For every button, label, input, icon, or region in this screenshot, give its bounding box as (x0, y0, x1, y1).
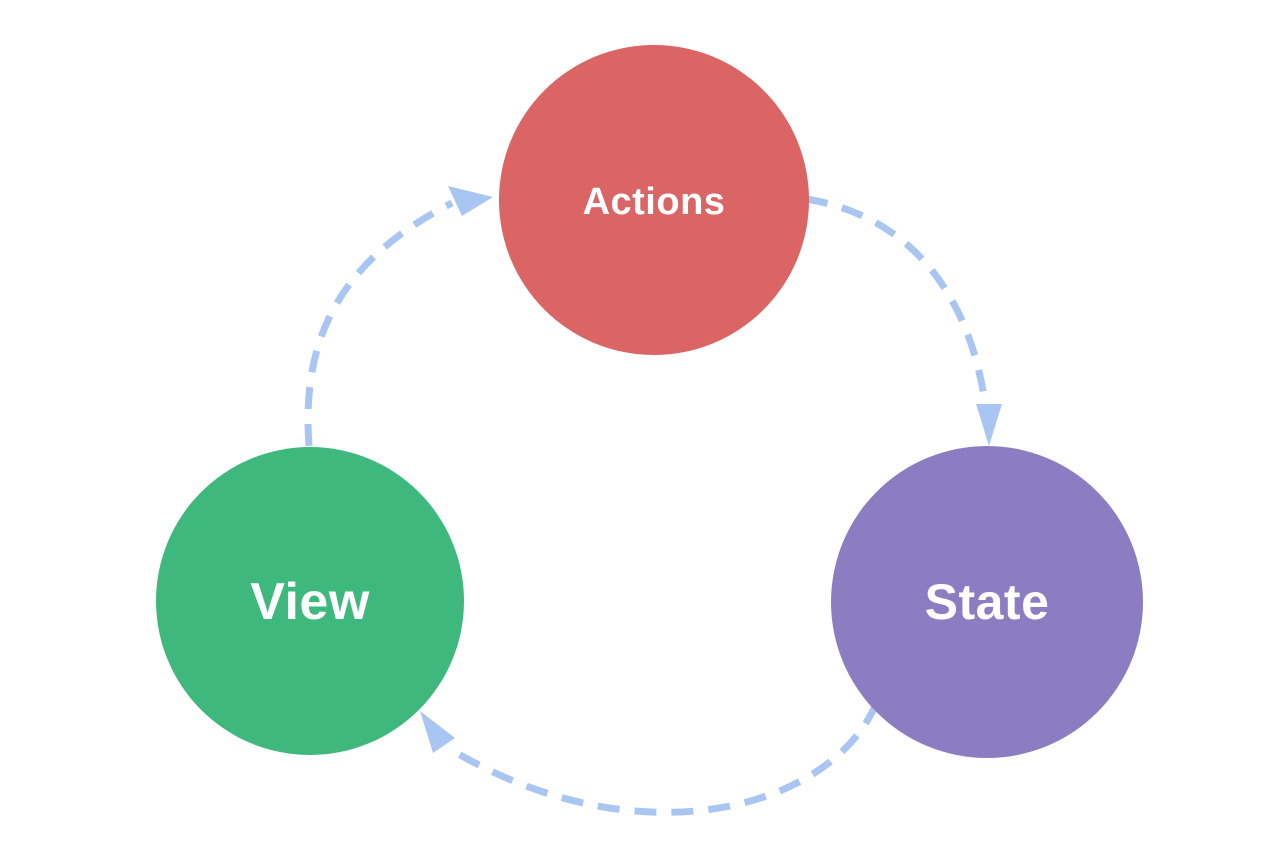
arrowhead-to-actions-icon (448, 186, 493, 216)
node-state-circle (831, 446, 1143, 758)
arrowhead-to-view-icon (420, 711, 455, 753)
node-actions-label: Actions (583, 181, 726, 223)
node-view-label: View (250, 573, 370, 631)
node-actions-circle (499, 45, 809, 355)
edge-view-to-actions (304, 199, 454, 447)
node-state-label: State (925, 574, 1050, 630)
arrowhead-to-state-icon (976, 404, 1002, 446)
edge-actions-to-state (805, 195, 990, 411)
node-view-circle (156, 447, 464, 755)
edge-state-to-view (453, 702, 880, 816)
